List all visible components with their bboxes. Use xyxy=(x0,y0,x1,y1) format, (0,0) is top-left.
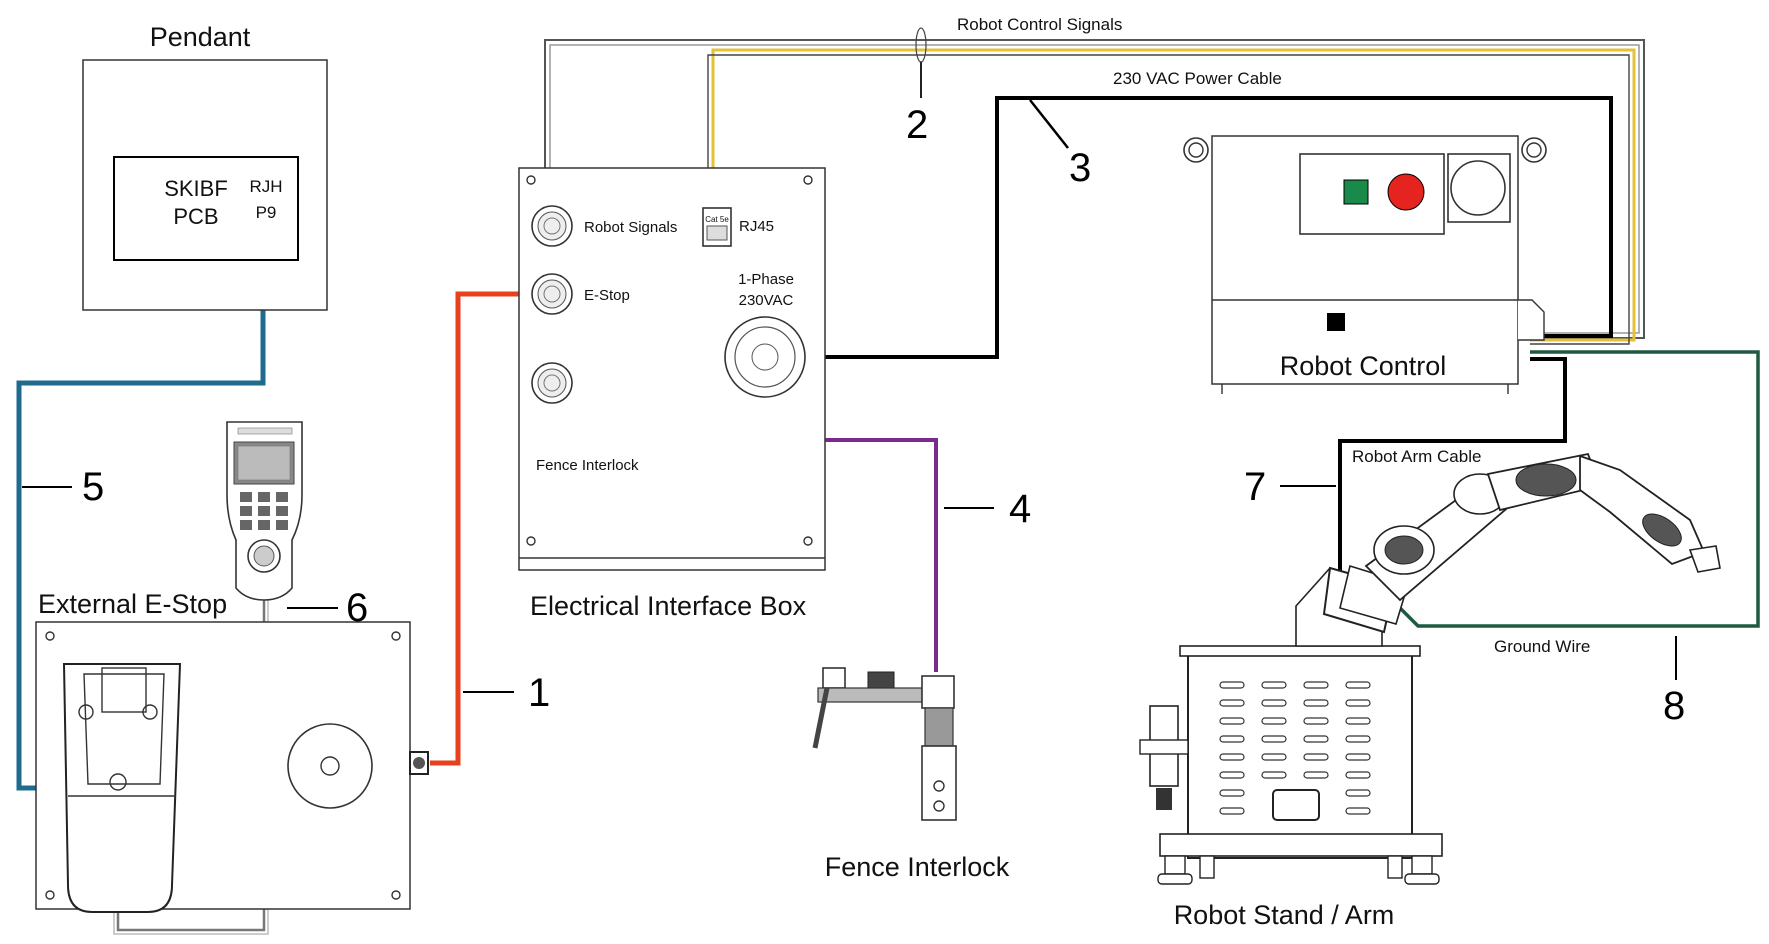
callout-2: 2 xyxy=(906,103,928,147)
fence-interlock-port-label: Fence Interlock xyxy=(536,457,639,474)
pendant-title: Pendant xyxy=(150,22,251,52)
ground-wire-label: Ground Wire xyxy=(1494,637,1590,656)
callout-5: 5 xyxy=(82,465,104,509)
robot-stand-arm-title: Robot Stand / Arm xyxy=(1174,900,1395,930)
robot-arm xyxy=(1295,452,1721,647)
fence-interlock-device xyxy=(812,667,957,821)
callout-4: 4 xyxy=(1009,487,1031,531)
callout-7: 7 xyxy=(1244,465,1266,509)
power-label-line1: 1-Phase xyxy=(738,271,794,288)
robot-control-signals-label: Robot Control Signals xyxy=(957,15,1122,34)
power-cable xyxy=(801,96,1613,359)
estop-label: E-Stop xyxy=(584,287,630,304)
power-label-line2: 230VAC xyxy=(739,292,794,309)
robot-signals-connector xyxy=(531,205,573,247)
robot-control-box xyxy=(1183,135,1547,394)
power-inlet xyxy=(724,316,806,398)
robot-stand xyxy=(1139,645,1443,885)
pcb-label-line2: PCB xyxy=(173,204,218,229)
rj45-jack-label: Cat 5e xyxy=(705,215,729,224)
interface-box-title: Electrical Interface Box xyxy=(530,591,807,621)
rj45-label: RJ45 xyxy=(739,218,774,235)
robot-arm-cable xyxy=(1338,357,1567,590)
callout-1: 1 xyxy=(528,671,550,715)
pcb-label-line1: SKIBF xyxy=(164,176,228,201)
estop-box xyxy=(35,621,429,913)
callout-8: 8 xyxy=(1663,684,1685,728)
fence-interlock-title: Fence Interlock xyxy=(825,852,1010,882)
estop-box-title: External E-Stop xyxy=(38,589,227,619)
robot-control-title: Robot Control xyxy=(1280,351,1447,381)
power-cable-label: 230 VAC Power Cable xyxy=(1113,69,1282,88)
pendant-cable xyxy=(16,228,266,791)
callout-6: 6 xyxy=(346,586,368,630)
estop-connector xyxy=(531,273,573,315)
pendant-box xyxy=(82,59,328,311)
ground-wire xyxy=(1396,350,1760,628)
callout-3: 3 xyxy=(1069,146,1091,190)
estop-cable xyxy=(430,291,533,766)
robot-arm-cable-label: Robot Arm Cable xyxy=(1352,447,1481,466)
rj45-jack: Cat 5e xyxy=(702,207,732,247)
fence-interlock-connector xyxy=(531,362,573,404)
robot-signals-label: Robot Signals xyxy=(584,219,677,236)
port-label-line2: P9 xyxy=(256,203,277,222)
teach-pendant-device xyxy=(226,421,303,601)
port-label-line1: RJH xyxy=(249,177,282,196)
